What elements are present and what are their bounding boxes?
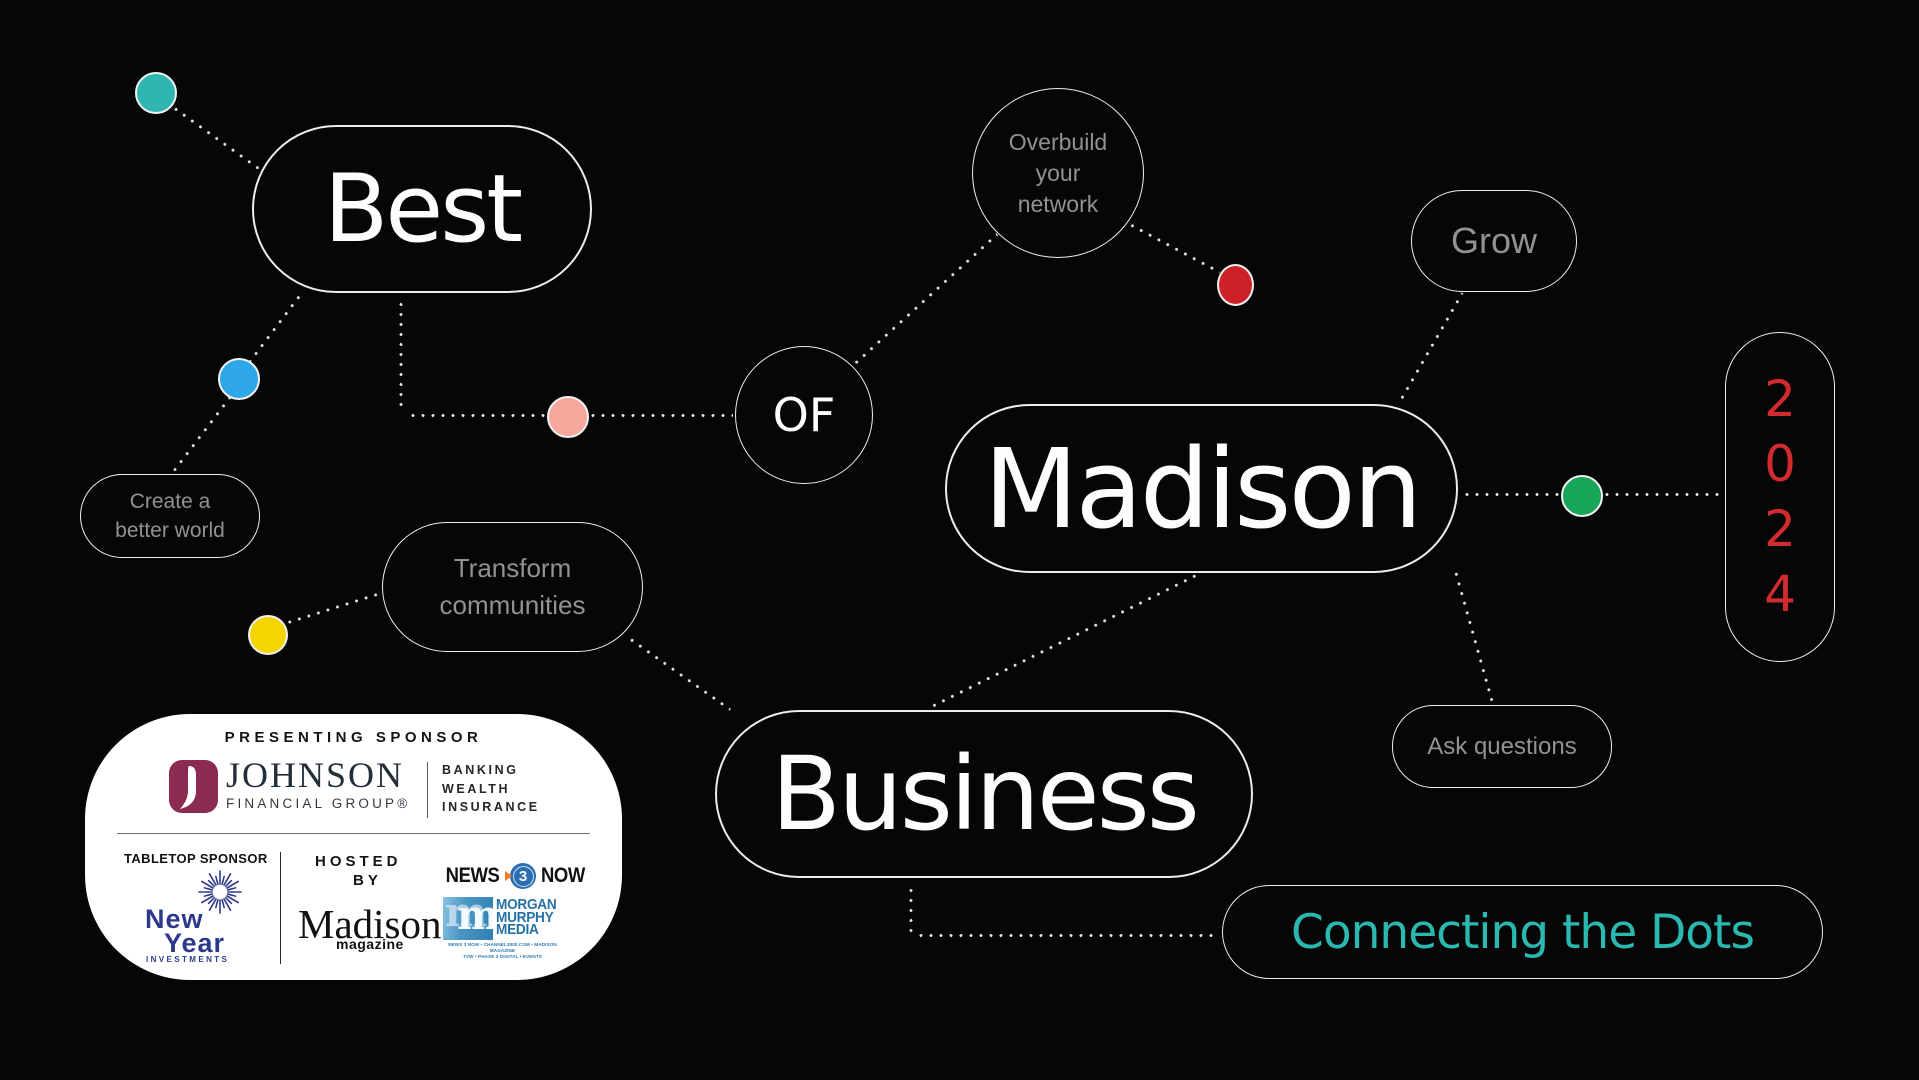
- node-of-label: OF: [772, 388, 836, 442]
- node-madison: Madison: [945, 404, 1458, 573]
- red-dot: [1217, 264, 1254, 306]
- node-of: OF: [735, 346, 873, 484]
- node-best: Best: [252, 125, 592, 293]
- node-create-label: Create a better world: [115, 490, 225, 542]
- dotted-connector-teal-best: [171, 105, 264, 173]
- node-transform-communities: Transform communities: [382, 522, 643, 652]
- node-year-2024: 2 0 2 4: [1725, 332, 1835, 662]
- madison-magazine-name: Madison: [298, 901, 442, 947]
- jfg-services: BANKING WEALTH INSURANCE: [442, 763, 540, 814]
- new-year-line3: INVESTMENTS: [146, 955, 230, 964]
- news3-arrow-icon: [505, 871, 512, 881]
- new-year-line1: New: [145, 904, 204, 934]
- tagline-label: Connecting the Dots: [1291, 904, 1755, 960]
- salmon-dot: [547, 396, 589, 438]
- dotted-connector-business-down: [909, 885, 913, 936]
- morgan-murphy-logo: m m MORGAN MURPHY MEDIA: [443, 897, 560, 940]
- node-ask-questions: Ask questions: [1392, 705, 1612, 788]
- node-grow: Grow: [1411, 190, 1577, 292]
- morgan-murphy-properties: NEWS 3 NOW • CHANNEL3000.COM • MADISON M…: [448, 942, 557, 960]
- hosted-by-label-line2: BY: [353, 872, 382, 889]
- madison-magazine-sub: magazine: [336, 936, 404, 952]
- morgan-murphy-mark-icon: m m: [443, 897, 493, 940]
- news3-circle-icon: 3: [510, 863, 536, 889]
- dotted-connector-of-overbuild: [851, 233, 999, 367]
- presenting-sponsor-label: PRESENTING SPONSOR: [224, 729, 483, 746]
- node-tagline: Connecting the Dots: [1222, 885, 1823, 979]
- node-transform-label: Transform communities: [439, 553, 586, 620]
- jfg-logo-text: JOHNSON FINANCIAL GROUP®: [226, 757, 410, 811]
- yellow-dot: [248, 615, 288, 655]
- jfg-name: JOHNSON: [226, 755, 405, 795]
- dotted-connector-best-down: [399, 299, 403, 413]
- jfg-logo-mark-icon: [169, 760, 218, 813]
- dotted-connector-blue-best: [245, 290, 305, 367]
- new-year-starburst-icon: [197, 869, 243, 920]
- dotted-connector-create-blue: [170, 392, 235, 475]
- year-2024-label: 2 0 2 4: [1764, 370, 1796, 623]
- dotted-connector-business-madison: [929, 572, 1201, 709]
- dotted-connector-overbuild-red: [1127, 222, 1221, 274]
- jfg-logo: [169, 760, 218, 818]
- dotted-connector-madison-ask: [1453, 569, 1494, 702]
- node-overbuild-label: Overbuild your network: [1008, 128, 1108, 217]
- node-business: Business: [715, 710, 1253, 878]
- new-year-line2: Year: [164, 928, 226, 958]
- sponsor-divider-horizontal: [117, 833, 590, 834]
- tabletop-sponsor-label: TABLETOP SPONSOR: [124, 851, 268, 866]
- node-grow-label: Grow: [1450, 220, 1537, 261]
- blue-dot: [218, 358, 260, 400]
- node-overbuild: Overbuild your network: [972, 88, 1144, 258]
- news3-right-text: NOW: [540, 864, 585, 887]
- node-create-better-world: Create a better world: [80, 474, 260, 558]
- sponsor-card: PRESENTING SPONSOR JOHNSON FINANCIAL GRO…: [85, 714, 622, 980]
- dotted-connector-transform-business: [627, 636, 732, 711]
- dotted-connector-elbow-tagline: [916, 934, 1218, 937]
- node-business-label: Business: [771, 734, 1200, 854]
- dotted-connector-yellow-transform: [284, 591, 381, 625]
- teal-dot: [135, 72, 177, 114]
- sponsor-divider-vertical: [280, 852, 281, 964]
- node-ask-label: Ask questions: [1427, 732, 1577, 760]
- green-dot: [1561, 475, 1603, 517]
- node-best-label: Best: [323, 154, 523, 264]
- jfg-divider: [427, 762, 428, 818]
- news-3-now-logo: NEWS 3 NOW: [442, 863, 588, 889]
- jfg-subtitle: FINANCIAL GROUP®: [226, 796, 411, 811]
- news3-left-text: NEWS: [445, 864, 500, 887]
- node-madison-label: Madison: [983, 424, 1422, 553]
- morgan-murphy-name: MORGAN MURPHY MEDIA: [496, 897, 557, 938]
- hosted-by-label-line1: HOSTED: [315, 853, 402, 870]
- dotted-connector-grow-madison: [1398, 292, 1464, 403]
